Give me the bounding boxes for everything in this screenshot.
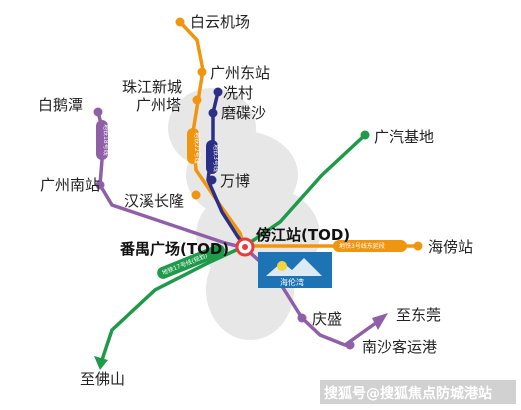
line-tag-3-east: 地铁3号线东延段: [333, 240, 407, 252]
station-gac-base: 广汽基地: [374, 128, 434, 146]
svg-text:地铁18号线: 地铁18号线: [102, 124, 110, 156]
svg-text:搜狐号@搜狐焦点防城港站: 搜狐号@搜狐焦点防城港站: [324, 385, 492, 402]
svg-text:地铁3号线东延段: 地铁3号线东延段: [339, 242, 385, 250]
station-canton-tower: 广州塔: [136, 96, 181, 114]
station-baietan: 白鹅潭: [38, 96, 83, 114]
station-guangzhou-east: 广州东站: [210, 64, 270, 82]
station-nansha-port: 南沙客运港: [362, 338, 437, 356]
background-blobs: [168, 88, 320, 340]
station-dots: [93, 17, 423, 350]
station-to-dongguan: 至东莞: [396, 306, 441, 324]
station-wanbo: 万博: [220, 172, 250, 190]
arrow-to-dongguan-icon: [372, 313, 388, 330]
line-tag-3: 地铁3号线: [206, 140, 220, 174]
project-logo: 海伦湾: [258, 252, 332, 288]
station-qingsheng: 庆盛: [312, 310, 342, 328]
panyu-square-hub-icon: [235, 237, 255, 257]
arrow-to-foshan-icon: [94, 356, 108, 370]
station-guangzhou-south: 广州南站: [40, 176, 100, 194]
station-baiyun-airport: 白云机场: [190, 13, 250, 31]
green-line-route: [100, 133, 367, 361]
station-haibang: 海傍站: [428, 238, 473, 256]
station-xiancun: 冼村: [223, 84, 253, 102]
svg-text:海伦湾: 海伦湾: [280, 277, 304, 287]
station-to-foshan: 至佛山: [80, 370, 125, 388]
svg-text:地铁22号线: 地铁22号线: [193, 132, 201, 164]
station-zhujiang-newtown: 珠江新城: [122, 78, 182, 96]
line-tag-18: 地铁18号线: [96, 120, 110, 160]
station-panyu-square: 番禺广场(TOD): [119, 240, 229, 258]
svg-text:地铁3号线: 地铁3号线: [212, 144, 220, 172]
line-tag-22: 地铁22号线: [187, 128, 201, 164]
station-hanxi-changlong: 汉溪长隆: [124, 192, 184, 210]
station-modiesha: 磨碟沙: [221, 104, 266, 122]
watermark: 搜狐号@搜狐焦点防城港站: [320, 380, 516, 404]
station-banjiang: 傍江站(TOD): [256, 226, 350, 244]
